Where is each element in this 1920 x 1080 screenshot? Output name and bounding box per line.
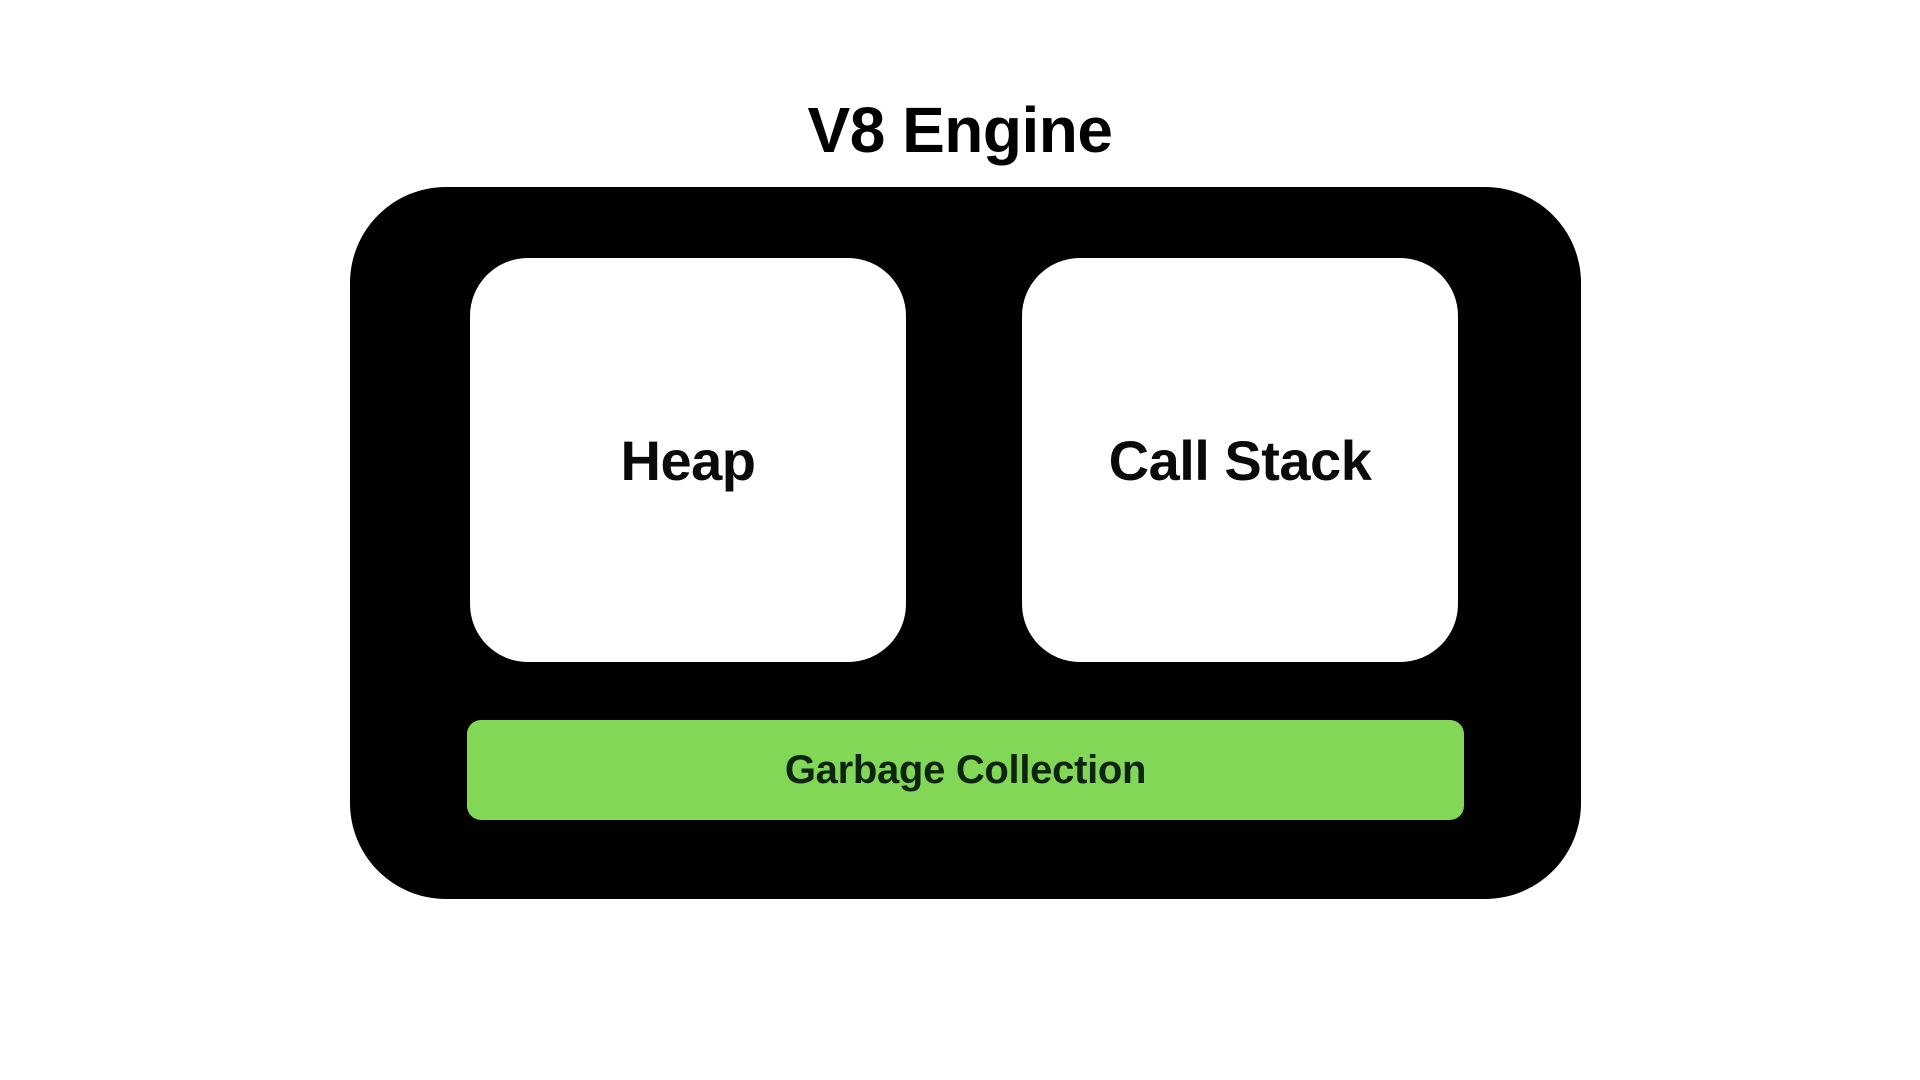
- call-stack-label: Call Stack: [1108, 428, 1372, 492]
- v8-engine-container: Heap Call Stack Garbage Collection: [350, 187, 1581, 899]
- heap-label: Heap: [620, 428, 756, 492]
- garbage-collection-bar: Garbage Collection: [467, 720, 1464, 820]
- garbage-collection-label: Garbage Collection: [784, 747, 1147, 792]
- diagram-title: V8 Engine: [807, 94, 1113, 166]
- call-stack-box: Call Stack: [1022, 258, 1458, 662]
- heap-box: Heap: [470, 258, 906, 662]
